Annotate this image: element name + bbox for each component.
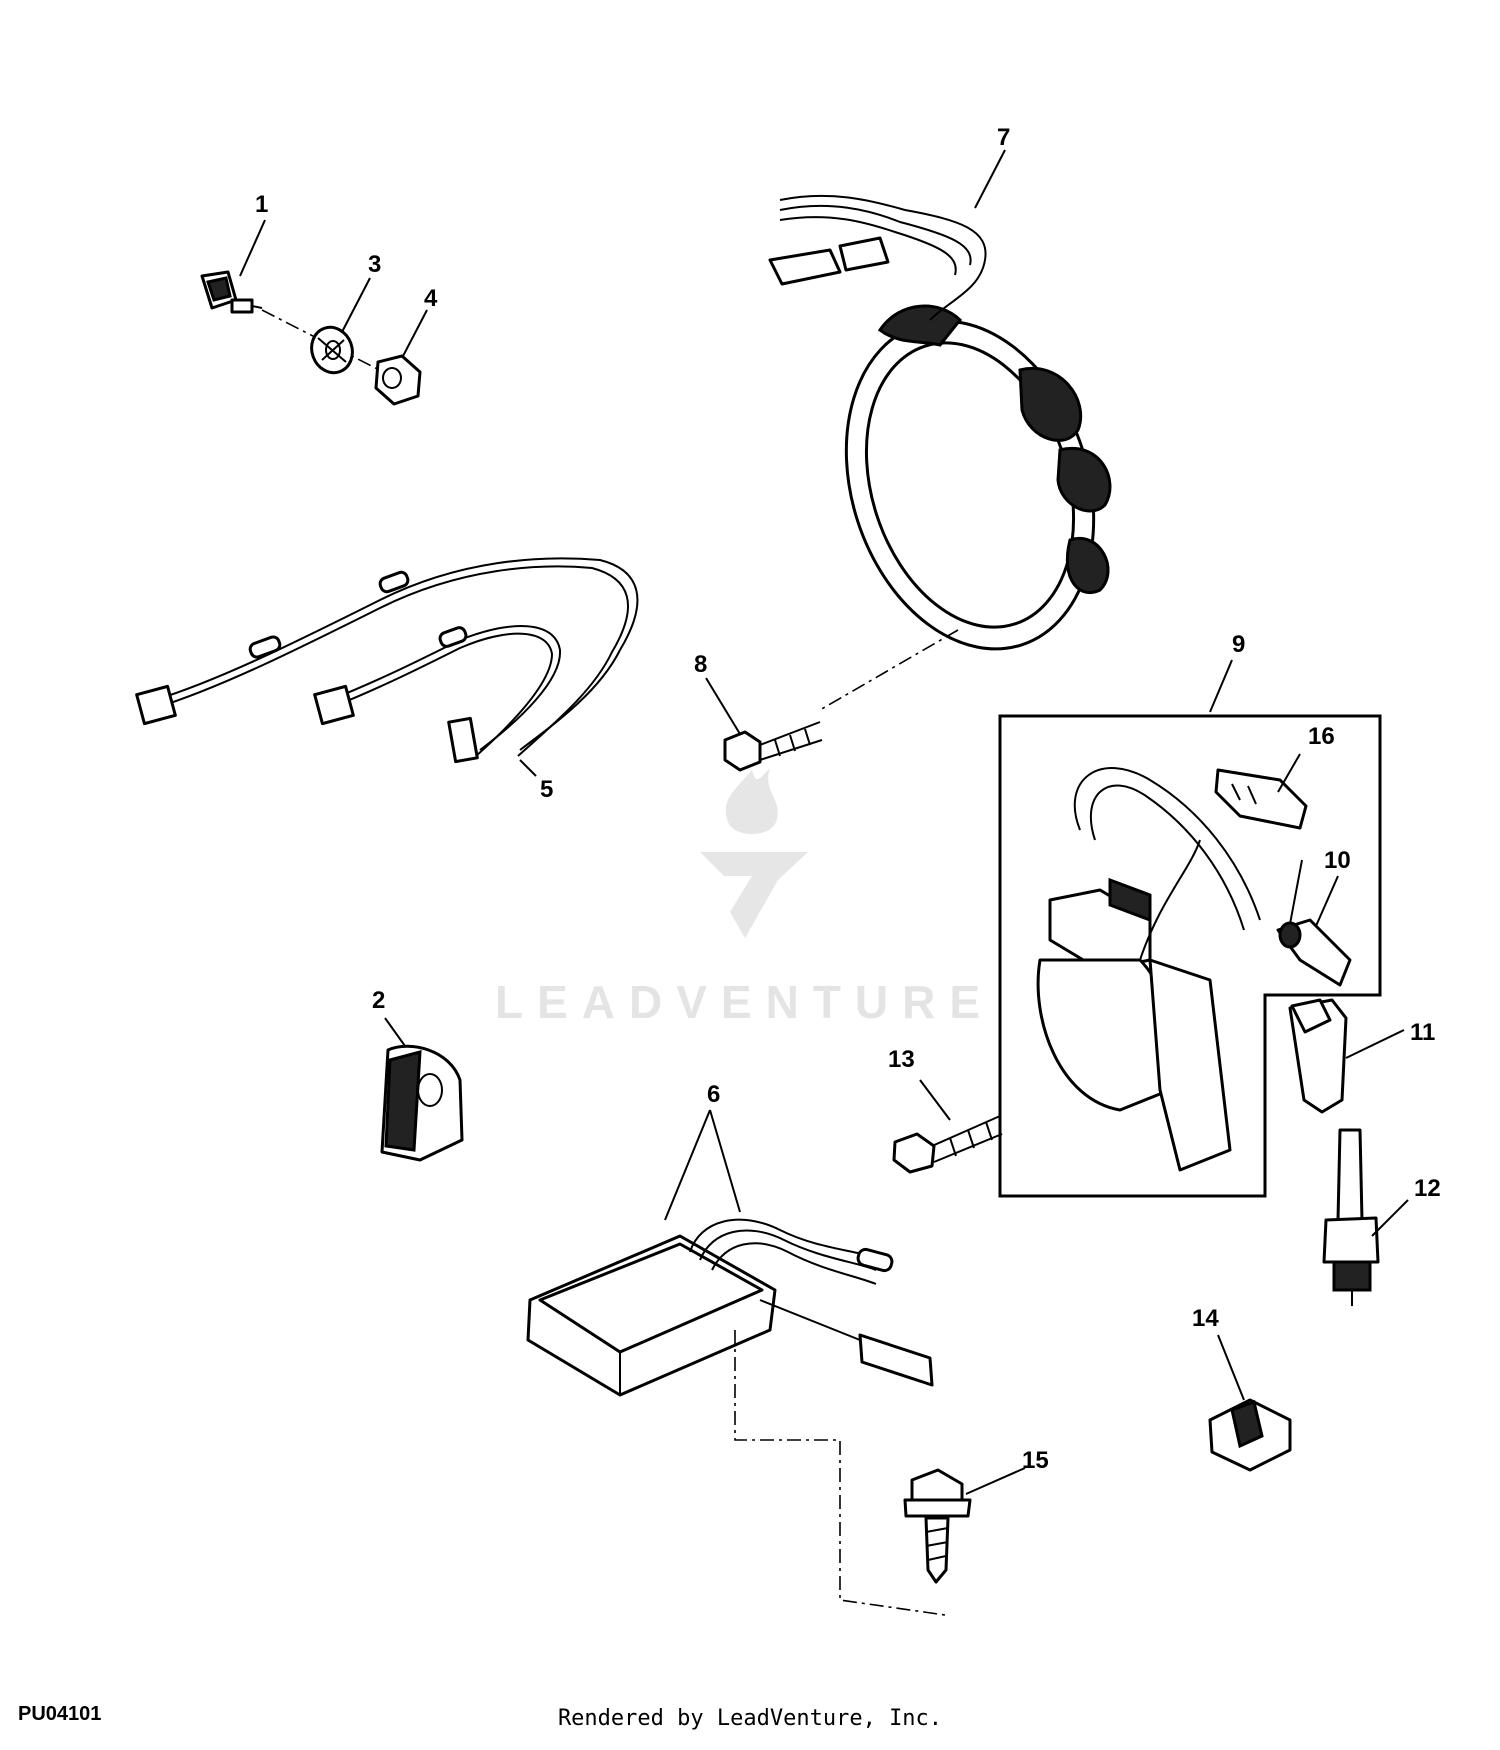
callout-3: 3 [368,251,381,278]
part-11-spark-plug-boot [1288,998,1405,1114]
part-7-stator [768,149,1112,711]
callout-7: 7 [997,124,1010,151]
callout-5: 5 [540,776,553,803]
render-credit: Rendered by LeadVenture, Inc. [557,1706,943,1731]
part-12-spark-plug [1322,1128,1409,1306]
part-3-lock-washer [310,277,371,375]
callout-1: 1 [255,191,268,218]
part-14-clip [1208,1334,1292,1472]
part-1-switch [200,219,396,379]
part-9-ignition-module-kit [998,659,1382,1198]
part-15-screw [903,1467,1026,1584]
callout-6: 6 [707,1081,720,1108]
watermark-v-logo-icon [700,852,808,938]
callout-10: 10 [1324,847,1351,874]
callout-11: 11 [1410,1019,1435,1046]
figure-code: PU04101 [18,1703,102,1725]
watermark: LEADVENTURE [495,768,994,1028]
part-8-bolt [705,677,823,772]
part-5-wiring-harness [135,557,639,777]
watermark-flame-icon [725,768,778,834]
callout-labels: 1 2 3 4 5 6 7 8 9 10 11 12 13 14 15 16 [255,124,1441,1474]
callout-8: 8 [694,651,707,678]
callout-2: 2 [372,987,385,1014]
callout-16: 16 [1308,723,1335,750]
callout-13: 13 [888,1046,915,1073]
part-4-nut [374,309,428,406]
callout-14: 14 [1192,1305,1219,1332]
part-2-grommet [380,1017,464,1162]
callout-9: 9 [1232,631,1245,658]
part-13-bolt [892,1079,1003,1174]
callout-4: 4 [424,285,438,312]
part-16-terminal [1214,753,1308,830]
callout-12: 12 [1414,1175,1441,1202]
part-10-boot [1276,875,1352,987]
callout-15: 15 [1022,1447,1049,1474]
watermark-brand: LEADVENTURE [495,976,994,1028]
part-6-regulator [526,1109,946,1616]
